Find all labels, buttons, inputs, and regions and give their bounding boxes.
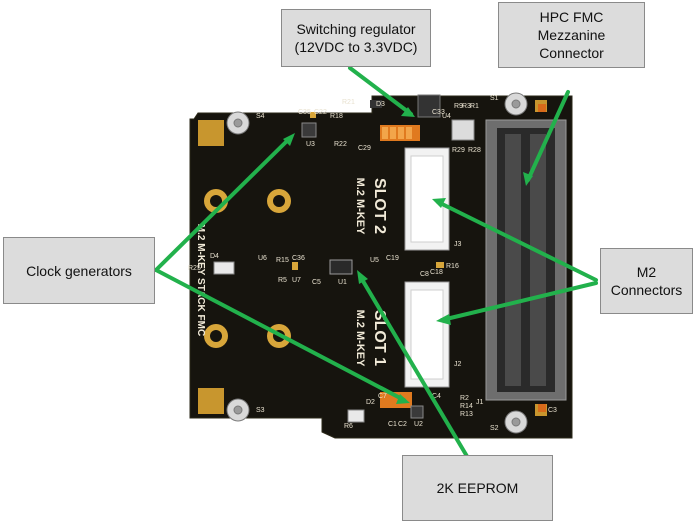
refdes-r28: R28 xyxy=(468,147,481,154)
slot2-key: M.2 M-KEY xyxy=(354,178,366,236)
refdes-c2: C2 xyxy=(398,421,407,428)
arrow-m2-j2 xyxy=(440,281,598,322)
refdes-r5: R5 xyxy=(278,277,287,284)
callout-switching-regulator: Switching regulator (12VDC to 3.3VDC) xyxy=(281,9,431,67)
refdes-s4: S4 xyxy=(256,113,265,120)
refdes-u1: U1 xyxy=(338,279,347,286)
refdes-s3: S3 xyxy=(256,407,265,414)
refdes-r25: R25 xyxy=(188,265,201,272)
m2-connectors-line1: M2 xyxy=(636,264,657,280)
callout-clock-generators: Clock generators xyxy=(3,237,155,304)
switching-regulator-line1: Switching regulator xyxy=(296,21,416,37)
arrowhead-clock-bottom xyxy=(396,394,410,404)
refdes-r13: R13 xyxy=(460,411,473,418)
refdes-r9: R9 xyxy=(454,103,463,110)
refdes-u5: U5 xyxy=(370,257,379,264)
m2-connectors-line2: Connectors xyxy=(610,282,683,298)
refdes-c19: C19 xyxy=(386,255,399,262)
refdes-j2: J2 xyxy=(454,361,462,368)
refdes-r6: R6 xyxy=(344,423,353,430)
pcb-board xyxy=(189,95,573,439)
clock-generators-label: Clock generators xyxy=(26,262,132,279)
callout-hpc-fmc: HPC FMC Mezzanine Connector xyxy=(498,2,645,68)
refdes-r22: R22 xyxy=(334,141,347,148)
slot1-title: SLOT 1 xyxy=(371,310,388,366)
corner-pads xyxy=(198,100,547,416)
arrow-eeprom xyxy=(358,274,470,460)
refdes-d3: D3 xyxy=(376,101,385,108)
arrowhead-switching-regulator xyxy=(401,107,415,117)
standoffs xyxy=(226,92,528,434)
arrowhead-eeprom xyxy=(357,270,368,284)
refdes-c22: C22 xyxy=(314,109,327,116)
board-side-text: M.2 M-KEY STACK FMC xyxy=(195,224,206,336)
refdes-r1: R1 xyxy=(470,103,479,110)
refdes-c4: C4 xyxy=(432,393,441,400)
arrowhead-m2-j2 xyxy=(436,314,451,325)
refdes-s2: S2 xyxy=(490,425,499,432)
hpc-fmc-line3: Connector xyxy=(539,45,604,61)
refdes-s1: S1 xyxy=(490,95,499,102)
hpc-fmc-line2: Mezzanine xyxy=(537,27,606,43)
refdes-c33: C33 xyxy=(432,109,445,116)
refdes-d2: D2 xyxy=(366,399,375,406)
refdes-r2: R2 xyxy=(460,395,469,402)
callout-m2-connectors: M2 Connectors xyxy=(600,248,693,314)
refdes-u2: U2 xyxy=(414,421,423,428)
arrow-hpc-fmc xyxy=(526,90,570,182)
refdes-u6: U6 xyxy=(258,255,267,262)
refdes-c29: C29 xyxy=(358,145,371,152)
refdes-c3: C3 xyxy=(548,407,557,414)
arrowhead-m2-j3 xyxy=(432,198,446,208)
refdes-r3: R3 xyxy=(462,103,471,110)
eeprom-label: 2K EEPROM xyxy=(436,480,519,496)
arrow-clock-top xyxy=(154,136,292,272)
callout-eeprom: 2K EEPROM xyxy=(402,455,553,521)
refdes-r18: R18 xyxy=(330,113,343,120)
refdes-j1: J1 xyxy=(476,399,484,406)
arrow-switching-regulator xyxy=(348,66,413,116)
arrow-m2-j3 xyxy=(436,200,598,282)
refdes-j3: J3 xyxy=(454,241,462,248)
refdes-c7: C7 xyxy=(378,393,387,400)
arrow-clock-bottom xyxy=(154,268,406,402)
refdes-r21: R21 xyxy=(342,99,355,106)
small-components xyxy=(213,104,546,423)
m2-connector-j2 xyxy=(404,281,450,388)
refdes-c5: C5 xyxy=(312,279,321,286)
arrowhead-clock-top xyxy=(283,133,295,146)
refdes-c36: C36 xyxy=(292,255,305,262)
refdes-r16: R16 xyxy=(446,263,459,270)
refdes-c35: C35 xyxy=(298,109,311,116)
refdes-u3: U3 xyxy=(306,141,315,148)
refdes-r29: R29 xyxy=(452,147,465,154)
switching-regulator-line2: (12VDC to 3.3VDC) xyxy=(294,39,418,55)
refdes-c8: C8 xyxy=(420,271,429,278)
regulator-area xyxy=(370,94,475,141)
slot1-key: M.2 M-KEY xyxy=(354,310,366,368)
refdes-c18: C18 xyxy=(430,269,443,276)
refdes-u7: U7 xyxy=(292,277,301,284)
slot2-title: SLOT 2 xyxy=(371,178,388,234)
hpc-fmc-line1: HPC FMC xyxy=(539,9,604,25)
refdes-r15: R15 xyxy=(276,257,289,264)
refdes-d4: D4 xyxy=(210,253,219,260)
refdes-u4: U4 xyxy=(442,113,451,120)
refdes-r14: R14 xyxy=(460,403,473,410)
refdes-c1: C1 xyxy=(388,421,397,428)
arrowhead-hpc-fmc xyxy=(523,172,533,186)
